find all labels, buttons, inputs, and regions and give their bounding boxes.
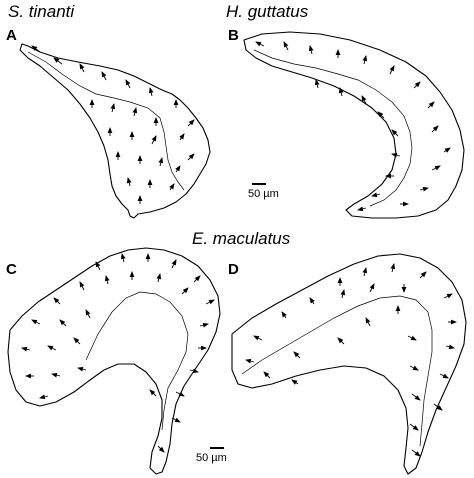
panel-c-drawing — [7, 247, 221, 475]
panel-a-arrows — [31, 45, 195, 204]
panel-c-inner-outline — [85, 291, 189, 431]
panel-d-midline — [241, 295, 433, 447]
panel-b-drawing — [243, 31, 465, 219]
species-title-e-maculatus: E. maculatus — [192, 229, 291, 248]
panel-d-outline — [231, 253, 467, 475]
panel-d-drawing — [231, 253, 467, 475]
panel-label-c: C — [6, 261, 17, 278]
panel-a-outline — [19, 43, 211, 219]
panel-b-midline — [253, 49, 413, 207]
species-title-h-guttatus: H. guttatus — [226, 2, 309, 21]
panel-a-midline — [27, 51, 185, 191]
panel-label-b: B — [228, 27, 239, 44]
panel-c-outline — [7, 247, 221, 475]
scale-bar-upper: 50 µm — [248, 183, 279, 200]
panel-b-arrows — [255, 41, 451, 212]
scale-bar-upper-label: 50 µm — [248, 188, 279, 200]
panel-label-a: A — [6, 27, 17, 44]
panel-label-d: D — [228, 261, 239, 278]
scale-bar-lower-label: 50 µm — [196, 452, 227, 464]
panel-a-drawing — [19, 43, 211, 219]
panel-b-outline — [243, 31, 465, 219]
species-title-s-tinanti: S. tinanti — [8, 2, 75, 21]
panel-c-arrows — [21, 253, 215, 453]
scale-bar-lower: 50 µm — [196, 447, 227, 464]
panel-d-arrows — [245, 263, 457, 457]
